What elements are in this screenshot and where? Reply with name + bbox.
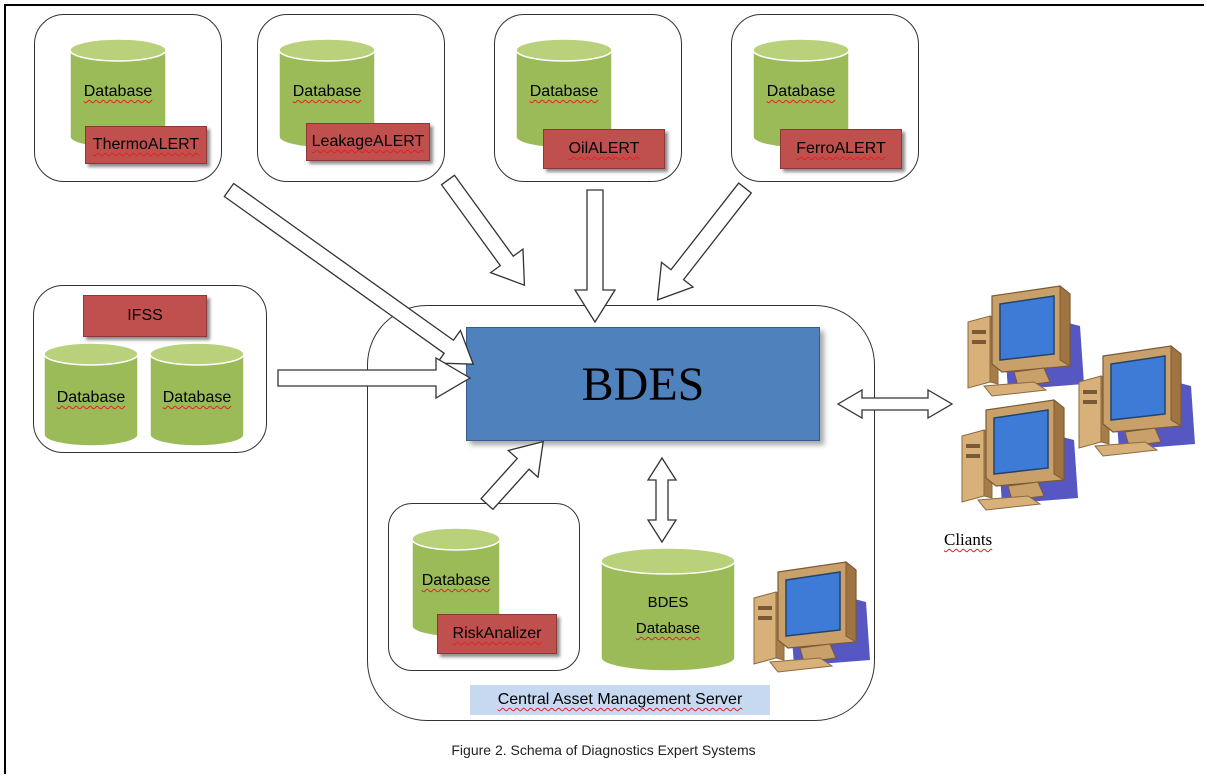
riskanalizer-box: RiskAnalizer xyxy=(437,614,557,654)
ferroalert-database: Database xyxy=(752,38,850,149)
server-computer-icon xyxy=(753,561,871,673)
arrow-risk-to-bdes xyxy=(480,440,544,511)
thermoalert-label: ThermoALERT xyxy=(92,136,200,153)
ifss-module: IFSS Database Database xyxy=(33,285,267,453)
bdes-database: BDES Database xyxy=(600,547,736,672)
database-label: Database xyxy=(56,389,126,406)
leakagealert-module: Database LeakageALERT xyxy=(257,14,445,182)
database-label: Database xyxy=(529,83,599,100)
central-server-label: Central Asset Management Server xyxy=(497,691,743,708)
ifss-database-1: Database xyxy=(43,342,139,447)
riskanalizer-module: Database RiskAnalizer xyxy=(388,503,580,671)
arrow-oil-to-bdes xyxy=(573,189,617,324)
thermoalert-box: ThermoALERT xyxy=(85,126,207,164)
top-border-line xyxy=(4,4,1204,6)
arrow-bdes-clients-bidirectional xyxy=(836,388,954,420)
database-label: Database xyxy=(292,83,362,100)
database-cylinder-icon xyxy=(149,342,245,447)
client-computer-icon xyxy=(1078,345,1196,457)
thermoalert-database: Database xyxy=(69,38,167,149)
database-cylinder-icon xyxy=(600,547,736,672)
oilalert-module: Database OilALERT xyxy=(494,14,682,182)
leakagealert-label: LeakageALERT xyxy=(311,133,425,150)
arrow-thermo-to-bdes xyxy=(223,182,475,365)
database-label: Database xyxy=(83,83,153,100)
bdes-core-label: BDES xyxy=(581,357,705,411)
database-label: Database xyxy=(421,572,491,589)
database-cylinder-icon xyxy=(43,342,139,447)
arrow-ifss-to-bdes xyxy=(277,356,472,400)
bdes-core-box: BDES xyxy=(466,327,820,441)
oilalert-label: OilALERT xyxy=(568,140,640,157)
ferroalert-module: Database FerroALERT xyxy=(731,14,919,182)
riskanalizer-database: Database xyxy=(411,527,501,638)
database-cylinder-icon xyxy=(411,527,501,638)
left-border-line xyxy=(4,4,6,774)
bdes-database-line2: Database xyxy=(635,620,701,637)
arrow-leakage-to-bdes xyxy=(440,174,526,287)
database-label: Database xyxy=(766,83,836,100)
ifss-database-2: Database xyxy=(149,342,245,447)
oilalert-box: OilALERT xyxy=(543,129,665,169)
bdes-database-line1: BDES xyxy=(647,594,689,611)
client-computer-icon xyxy=(961,399,1079,511)
clients-label: Cliants xyxy=(944,530,993,549)
arrow-bdes-database-bidirectional xyxy=(646,456,678,544)
ferroalert-box: FerroALERT xyxy=(780,129,902,169)
thermoalert-module: Database ThermoALERT xyxy=(34,14,222,182)
riskanalizer-label: RiskAnalizer xyxy=(452,625,542,642)
arrow-ferro-to-bdes xyxy=(656,182,753,301)
database-label: Database xyxy=(162,389,232,406)
ferroalert-label: FerroALERT xyxy=(796,140,886,157)
ifss-box: IFSS xyxy=(83,295,207,337)
client-computer-icon xyxy=(967,285,1085,397)
ifss-label: IFSS xyxy=(127,307,163,324)
figure-caption: Figure 2. Schema of Diagnostics Expert S… xyxy=(451,742,756,758)
central-server-label-box: Central Asset Management Server xyxy=(470,685,770,715)
leakagealert-box: LeakageALERT xyxy=(306,123,430,161)
database-cylinder-icon xyxy=(69,38,167,149)
